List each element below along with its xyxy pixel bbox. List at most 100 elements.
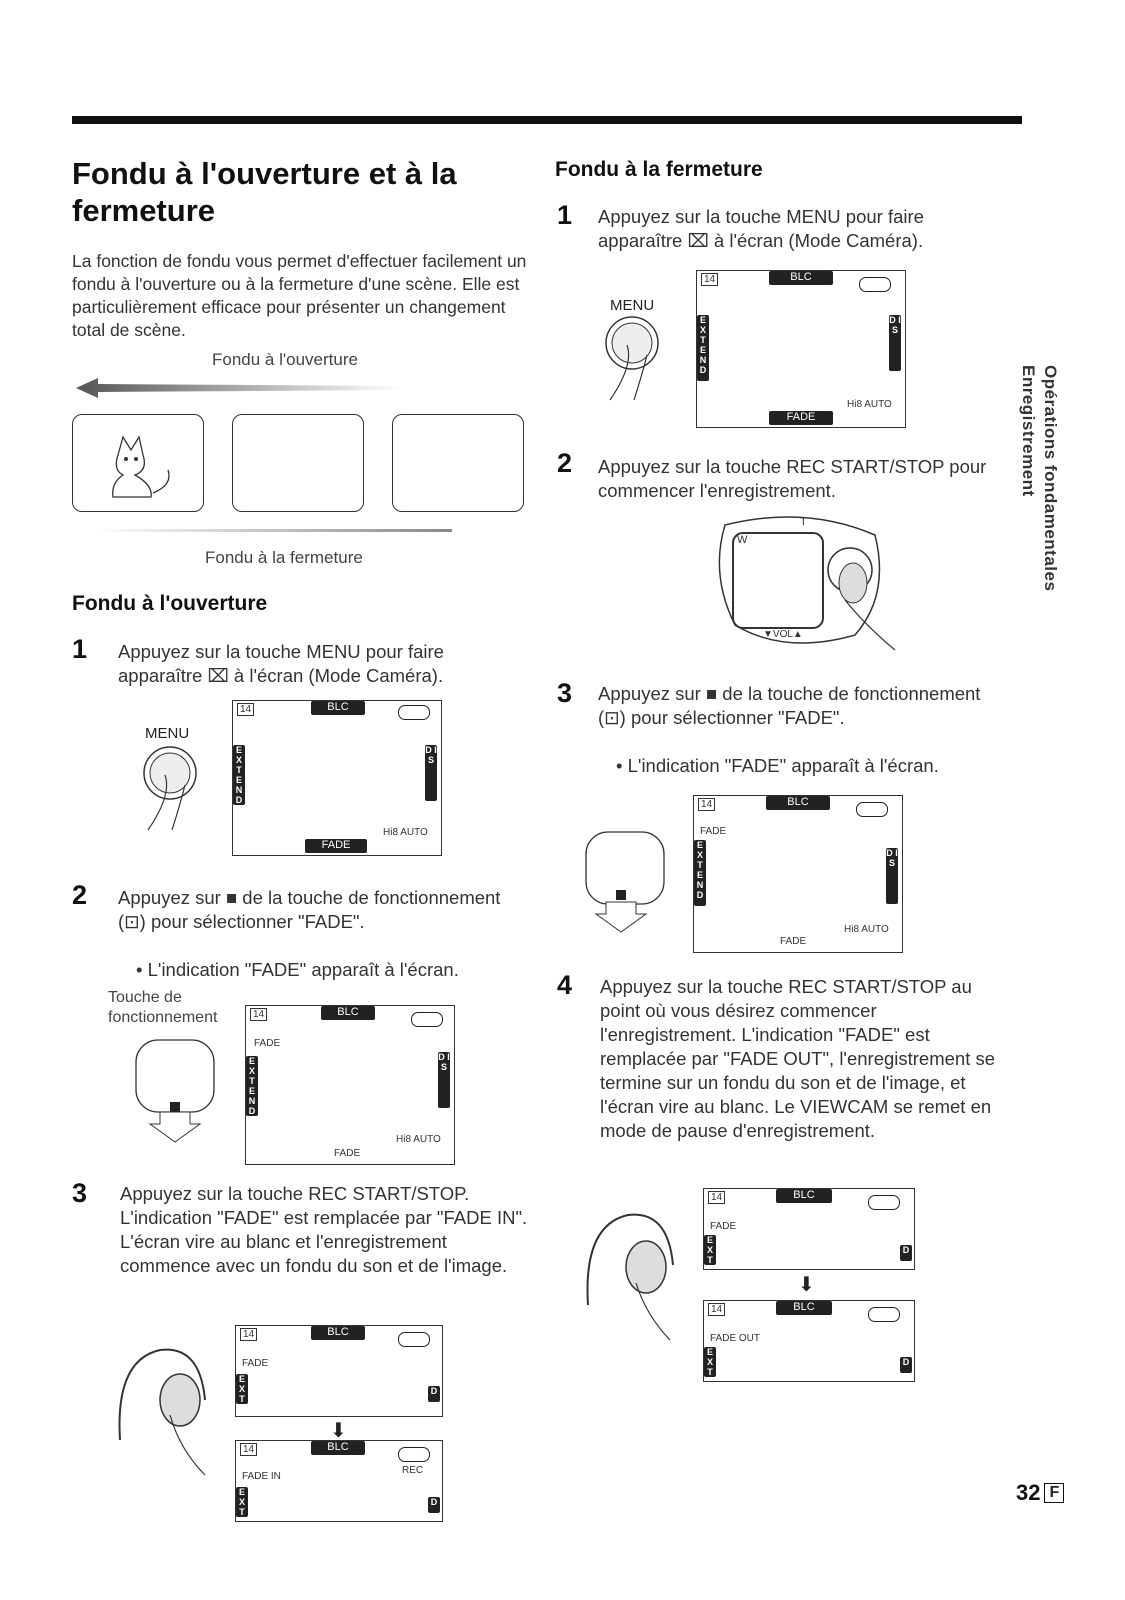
menu-icon: 14 xyxy=(237,703,255,716)
left-step-3-text: Appuyez sur la touche REC START/STOP. L'… xyxy=(120,1183,528,1276)
left-step-2-number: 2 xyxy=(72,880,88,910)
d-indicator: D xyxy=(900,1245,912,1261)
fade-indicator: FADE xyxy=(254,1038,281,1049)
down-arrow: ⬇ xyxy=(798,1274,815,1296)
page-letter: F xyxy=(1044,1483,1065,1503)
section-sidebar: Opérations fondamentales Enregistrement xyxy=(1018,365,1060,615)
fade-out-heading: Fondu à la fermeture xyxy=(555,158,763,181)
right-step-3-bullet: • L'indication "FADE" apparaît à l'écran… xyxy=(616,755,939,776)
right-step-1-number: 1 xyxy=(557,200,573,230)
vol-label: ▼VOL▲ xyxy=(763,629,803,640)
ext-indicator: E X T xyxy=(236,1487,248,1517)
menu-button-press xyxy=(605,316,659,401)
fade-indicator: FADE xyxy=(710,1221,737,1232)
page-number-value: 32 xyxy=(1016,1480,1041,1505)
fade-in-heading: Fondu à l'ouverture xyxy=(72,592,268,615)
right-screen-4a: 14 BLC FADE E X T D xyxy=(703,1188,915,1270)
operation-button xyxy=(135,1039,215,1143)
fade-menu-item: FADE xyxy=(305,839,367,853)
fade-in-caption: Fondu à l'ouverture xyxy=(212,350,358,369)
menu-icon: 14 xyxy=(701,273,719,286)
extend-indicator: E X T E N D xyxy=(697,315,709,381)
right-step-1-text: Appuyez sur la touche MENU pour faire ap… xyxy=(598,206,924,251)
right-screen-1: 14 BLC E X T E N D D I S Hi8 AUTO FADE xyxy=(696,270,906,428)
down-arrow: ⬇ xyxy=(330,1420,347,1442)
blc-indicator: BLC xyxy=(311,1441,365,1455)
menu-label: MENU xyxy=(145,725,190,742)
scene-frame-blank-2 xyxy=(392,414,524,512)
fade-out-caption: Fondu à la fermeture xyxy=(205,548,363,567)
t-label: T xyxy=(800,516,807,528)
menu-button-press xyxy=(143,746,197,831)
left-screen-3b: 14 BLC REC FADE IN E X T D xyxy=(235,1440,443,1522)
scene-frame-cat xyxy=(72,414,204,512)
d-indicator: D xyxy=(428,1386,440,1402)
ext-indicator: E X T xyxy=(236,1374,248,1404)
menu-label: MENU xyxy=(610,297,655,314)
menu-icon: 14 xyxy=(698,798,716,811)
fade-menu-item: FADE xyxy=(334,1148,361,1159)
menu-icon: 14 xyxy=(250,1008,268,1021)
sidebar-line-1: Opérations fondamentales xyxy=(1041,365,1060,592)
camera-rec-illustration: W T ▼VOL▲ xyxy=(718,516,896,651)
page-number: 32 F xyxy=(1016,1480,1065,1506)
blc-indicator: BLC xyxy=(311,1326,365,1340)
hi8-indicator: Hi8 AUTO xyxy=(844,924,889,935)
extend-indicator: E X T E N D xyxy=(246,1056,258,1116)
page-title: Fondu à l'ouverture et à la fermeture xyxy=(72,156,457,228)
hi8-indicator: Hi8 AUTO xyxy=(847,399,892,410)
tape-icon xyxy=(398,705,430,720)
dis-indicator: D I S xyxy=(886,848,898,904)
ext-indicator: E X T xyxy=(704,1347,716,1377)
menu-icon: 14 xyxy=(240,1443,258,1456)
right-step-2-text: Appuyez sur la touche REC START/STOP pou… xyxy=(598,456,987,501)
dis-indicator: D I S xyxy=(425,745,437,801)
fade-in-indicator: FADE IN xyxy=(242,1471,281,1482)
right-step-4-text: Appuyez sur la touche REC START/STOP au … xyxy=(600,976,996,1141)
dis-indicator: D I S xyxy=(889,315,901,371)
d-indicator: D xyxy=(900,1357,912,1373)
ext-indicator: E X T xyxy=(704,1235,716,1265)
left-step-2-bullet: • L'indication "FADE" apparaît à l'écran… xyxy=(136,959,459,980)
right-step-2-number: 2 xyxy=(557,448,573,478)
fade-menu-item: FADE xyxy=(769,411,833,425)
blc-indicator: BLC xyxy=(321,1006,375,1020)
extend-indicator: E X T E N D xyxy=(694,840,706,906)
hi8-indicator: Hi8 AUTO xyxy=(396,1134,441,1145)
tape-icon xyxy=(398,1447,430,1462)
menu-icon: 14 xyxy=(708,1303,726,1316)
blc-indicator: BLC xyxy=(776,1301,832,1315)
right-step-3-number: 3 xyxy=(557,678,573,708)
rec-start-stop-press xyxy=(118,1348,206,1476)
fade-indicator: FADE xyxy=(700,826,727,837)
tape-icon xyxy=(859,277,891,292)
cat-illustration xyxy=(112,435,170,498)
rec-start-stop-press xyxy=(586,1213,674,1341)
blc-indicator: BLC xyxy=(776,1189,832,1203)
top-rule xyxy=(72,116,1022,124)
left-step-1-number: 1 xyxy=(72,634,88,664)
rec-indicator: REC xyxy=(402,1465,424,1476)
tape-icon xyxy=(411,1012,443,1027)
touch-label: Touche de fonctionnement xyxy=(108,989,218,1026)
extend-indicator: E X T E N D xyxy=(233,745,245,805)
fade-in-arrow xyxy=(76,378,402,398)
fade-out-indicator: FADE OUT xyxy=(710,1333,761,1344)
sidebar-line-2: Enregistrement xyxy=(1019,365,1038,497)
fade-menu-item: FADE xyxy=(780,936,807,947)
d-indicator: D xyxy=(428,1497,440,1513)
right-screen-3: 14 BLC FADE E X T E N D D I S Hi8 AUTO F… xyxy=(693,795,903,953)
fade-indicator: FADE xyxy=(242,1358,269,1369)
left-screen-1: 14 BLC E X T E N D D I S Hi8 AUTO FADE xyxy=(232,700,442,856)
intro-text: La fonction de fondu vous permet d'effec… xyxy=(72,251,527,340)
tape-icon xyxy=(856,802,888,817)
scene-frame-blank-1 xyxy=(232,414,364,512)
tape-icon xyxy=(868,1307,900,1322)
left-step-1-text: Appuyez sur la touche MENU pour faire ap… xyxy=(118,641,444,686)
blc-indicator: BLC xyxy=(769,271,833,285)
right-step-4-number: 4 xyxy=(557,970,573,1000)
hi8-indicator: Hi8 AUTO xyxy=(383,827,428,838)
left-screen-3a: 14 BLC FADE E X T D xyxy=(235,1325,443,1417)
blc-indicator: BLC xyxy=(766,796,830,810)
right-step-3-text: Appuyez sur ■ de la touche de fonctionne… xyxy=(598,683,981,728)
